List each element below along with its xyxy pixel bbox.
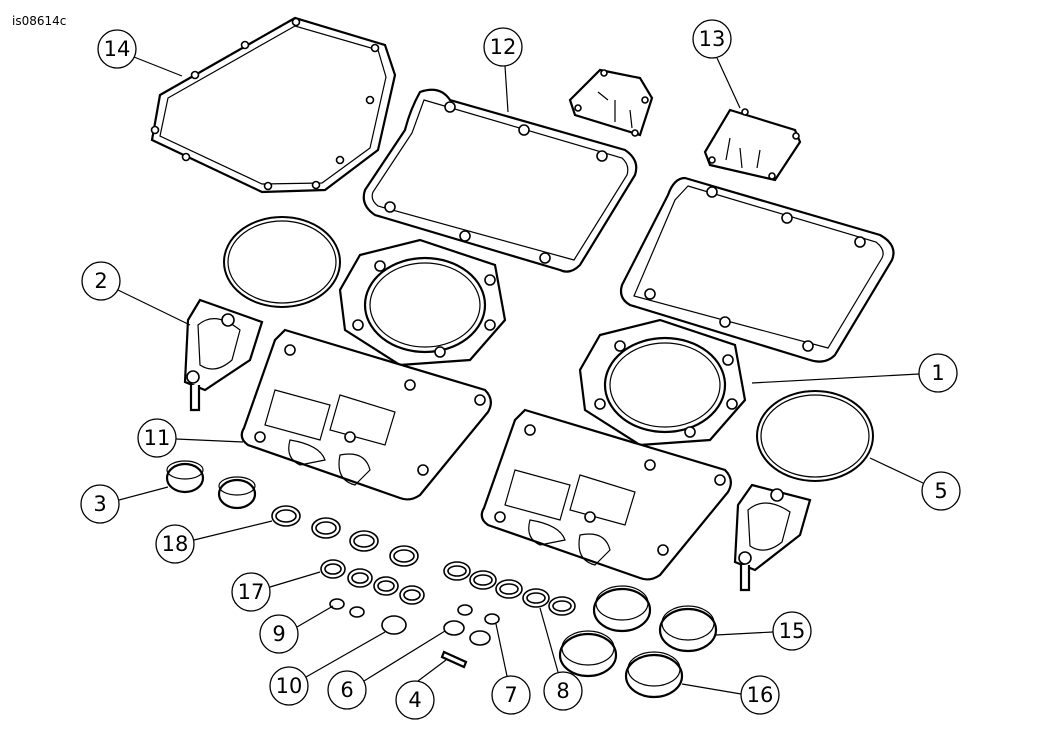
cylinder-head-gasket-rear [338,238,507,367]
svg-text:1: 1 [931,361,944,385]
svg-text:6: 6 [340,678,353,702]
svg-text:16: 16 [747,683,774,707]
callout-15: 15 [772,611,812,651]
rocker-cover-gasket-rear [362,88,638,273]
svg-text:18: 18 [162,532,189,556]
cam-cover-gasket [150,16,397,194]
callout-17: 17 [231,572,271,612]
callout-14: 14 [97,29,137,69]
leader-lines [117,56,924,695]
callout-18: 18 [155,524,195,564]
callout-1: 1 [918,353,958,393]
rocker-cover-gasket-front [619,176,895,363]
tappet-cover-gasket-rear [183,298,264,412]
svg-text:12: 12 [490,35,517,59]
callout-11: 11 [137,418,177,458]
svg-text:14: 14 [104,37,131,61]
svg-text:2: 2 [94,269,107,293]
tappet-block-gasket-rear [240,328,492,501]
cylinder-head-gasket-front [578,318,747,447]
svg-text:11: 11 [144,426,171,450]
svg-text:13: 13 [699,27,726,51]
o-ring-seals [271,505,576,646]
svg-text:3: 3 [93,492,106,516]
breather-gasket-rear [568,68,654,137]
pushrod-tube-seals [558,585,718,699]
callout-4: 4 [395,680,435,720]
svg-text:17: 17 [238,580,265,604]
o-ring-front [756,390,874,482]
callout-7: 7 [491,675,531,715]
callout-2: 2 [81,261,121,301]
svg-text:5: 5 [934,479,947,503]
callout-16: 16 [740,675,780,715]
roller-bearing [165,460,257,510]
callout-5: 5 [921,471,961,511]
callout-10: 10 [269,666,309,706]
svg-text:4: 4 [408,688,421,712]
callout-8: 8 [543,671,583,711]
svg-text:7: 7 [504,683,517,707]
svg-text:15: 15 [779,619,806,643]
svg-text:8: 8 [556,679,569,703]
callout-3: 3 [80,484,120,524]
tappet-cover-gasket-front [733,483,812,592]
tappet-block-gasket-front [480,408,732,581]
breather-gasket-front [703,108,802,182]
callout-13: 13 [692,19,732,59]
callout-12: 12 [483,27,523,67]
callout-9: 9 [259,614,299,654]
svg-text:10: 10 [276,674,303,698]
svg-text:9: 9 [272,622,285,646]
figure-id-label: is08614c [12,14,67,28]
callout-6: 6 [327,670,367,710]
dowel-pin [440,650,468,669]
o-ring-rear [223,216,341,308]
